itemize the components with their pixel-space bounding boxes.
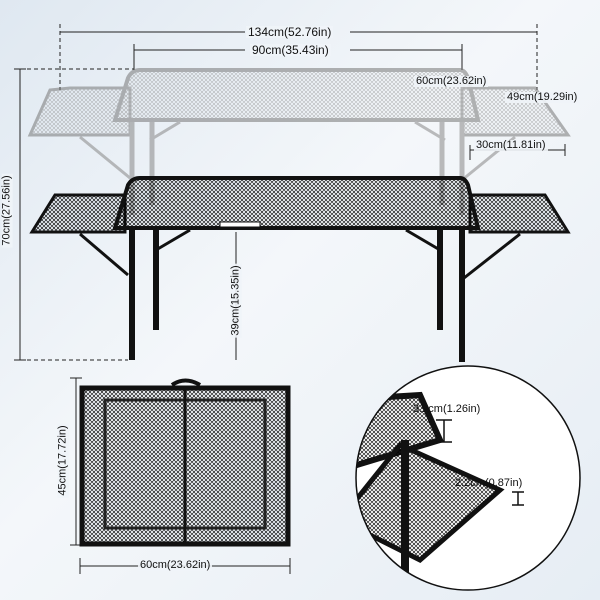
folded-height-label: 45cm(17.72in): [56, 423, 69, 498]
min-height-label: 39cm(15.35in): [229, 263, 242, 338]
folded-width-label: 60cm(23.62in): [138, 559, 213, 571]
shelf-depth-label: 49cm(19.29in): [505, 91, 580, 103]
overall-width-label: 134cm(52.76in): [246, 25, 334, 39]
tabletop-thickness-label: 3.2cm(1.26in): [413, 403, 481, 415]
table-width-label: 90cm(35.43in): [250, 43, 331, 57]
max-height-label: 70cm(27.56in): [0, 173, 13, 248]
shelf-width-label: 30cm(11.81in): [474, 139, 548, 151]
shelf-thickness-label: 2.2cm(0.87in): [455, 477, 523, 489]
lowered-table: [29, 176, 571, 362]
detail-circle: [355, 365, 581, 591]
folded-table: [79, 378, 291, 547]
table-depth-label: 60cm(23.62in): [414, 75, 489, 87]
raised-table: [27, 68, 571, 215]
